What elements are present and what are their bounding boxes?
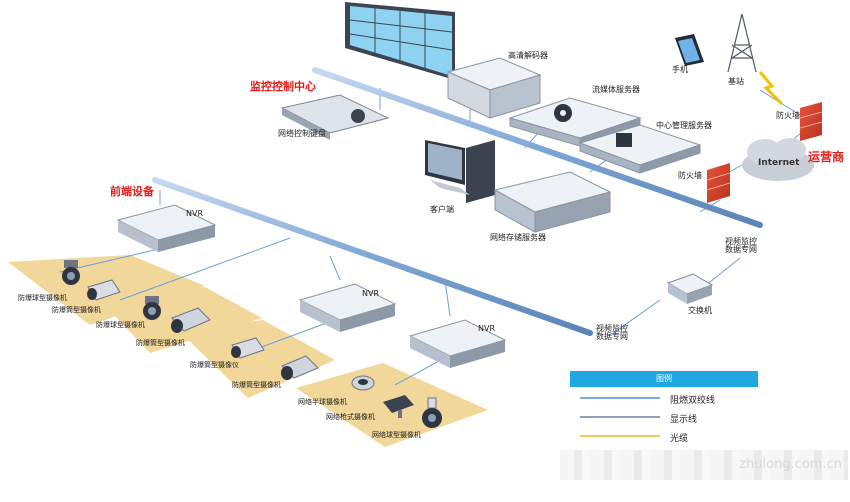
watermark: zhulong.com.cn xyxy=(560,450,848,480)
backbone-top xyxy=(312,67,763,228)
hd-decoder-device xyxy=(446,57,542,119)
label-phone: 手机 xyxy=(672,65,688,74)
nvr-device-3 xyxy=(408,319,507,368)
label-isp: 运营商 xyxy=(808,150,845,164)
label-nvr-1: NVR xyxy=(186,209,204,218)
label-video-net-top: 视频监控 数据专网 xyxy=(725,237,757,254)
storage-server-device xyxy=(493,171,612,233)
label-stream-server: 流媒体服务器 xyxy=(592,85,640,94)
dome-camera-1 xyxy=(62,260,80,285)
label-cam-g3-b: 防爆筒型摄像机 xyxy=(232,381,281,389)
label-video-net-bottom: 视频监控 数据专网 xyxy=(596,324,628,341)
label-nvr-2: NVR xyxy=(362,289,380,298)
section-title-front-devices: 前端设备 xyxy=(110,185,154,198)
label-cam-g1-b: 防爆筒型摄像机 xyxy=(52,306,101,314)
legend-title: 图例 xyxy=(570,371,758,387)
bullet-camera-3 xyxy=(231,337,265,359)
label-internet: Internet xyxy=(758,158,800,168)
speed-dome-camera xyxy=(422,397,442,428)
label-cam-g1-a: 防爆球型摄像机 xyxy=(18,294,67,302)
nvr-device-1 xyxy=(116,204,217,252)
center-server-device xyxy=(578,124,702,174)
section-title-monitor-center: 监控控制中心 xyxy=(250,80,316,93)
switch-device xyxy=(666,273,714,304)
label-cam-g4-c: 网络球型摄像机 xyxy=(372,431,421,439)
bullet-camera-2 xyxy=(171,307,211,333)
label-cam-g4-a: 网络半球摄像机 xyxy=(298,398,347,406)
label-switch: 交换机 xyxy=(688,306,712,315)
label-center-server: 中心管理服务器 xyxy=(656,121,712,130)
label-hd-decoder: 高清解码器 xyxy=(508,51,548,60)
backbone-front xyxy=(152,177,593,336)
client-pc-device xyxy=(425,140,495,203)
bullet-camera-4 xyxy=(281,355,319,380)
label-storage-server: 网络存储服务器 xyxy=(490,233,546,242)
phone-device xyxy=(675,34,704,66)
half-dome-camera xyxy=(351,375,375,391)
keyboard-device xyxy=(280,94,390,140)
legend-item-twisted-pair: 阻燃双绞线 xyxy=(670,396,716,406)
nvr-device-2 xyxy=(298,283,397,332)
legend-item-fiber: 光缆 xyxy=(670,434,689,444)
wireless-bolt-icon xyxy=(758,71,784,106)
legend-lines xyxy=(580,397,660,437)
firewall-top xyxy=(799,102,823,141)
label-cam-g2-b: 防爆筒型摄像机 xyxy=(136,339,185,347)
label-cam-g4-b: 网络枪式摄像机 xyxy=(326,413,375,421)
base-station-tower xyxy=(727,13,757,73)
camera-zone-3 xyxy=(180,320,335,398)
dome-camera-2 xyxy=(143,296,161,320)
bullet-camera-1 xyxy=(87,279,121,301)
legend-item-display-line: 显示线 xyxy=(670,415,698,425)
label-base-station: 基站 xyxy=(728,77,744,86)
internet-cloud xyxy=(742,138,814,181)
video-wall xyxy=(345,2,455,80)
label-client: 客户端 xyxy=(430,205,454,214)
label-firewall-top: 防火墙 xyxy=(776,111,800,120)
label-cam-g3-a: 防爆筒型摄像仪 xyxy=(190,361,239,369)
label-cam-g2-a: 防爆球型摄像机 xyxy=(96,321,145,329)
gun-camera xyxy=(383,395,414,418)
label-nvr-3: NVR xyxy=(478,324,496,333)
label-network-keyboard: 网络控制键盘 xyxy=(278,129,326,138)
firewall-mid xyxy=(706,163,731,203)
label-firewall-mid: 防火墙 xyxy=(678,171,702,180)
